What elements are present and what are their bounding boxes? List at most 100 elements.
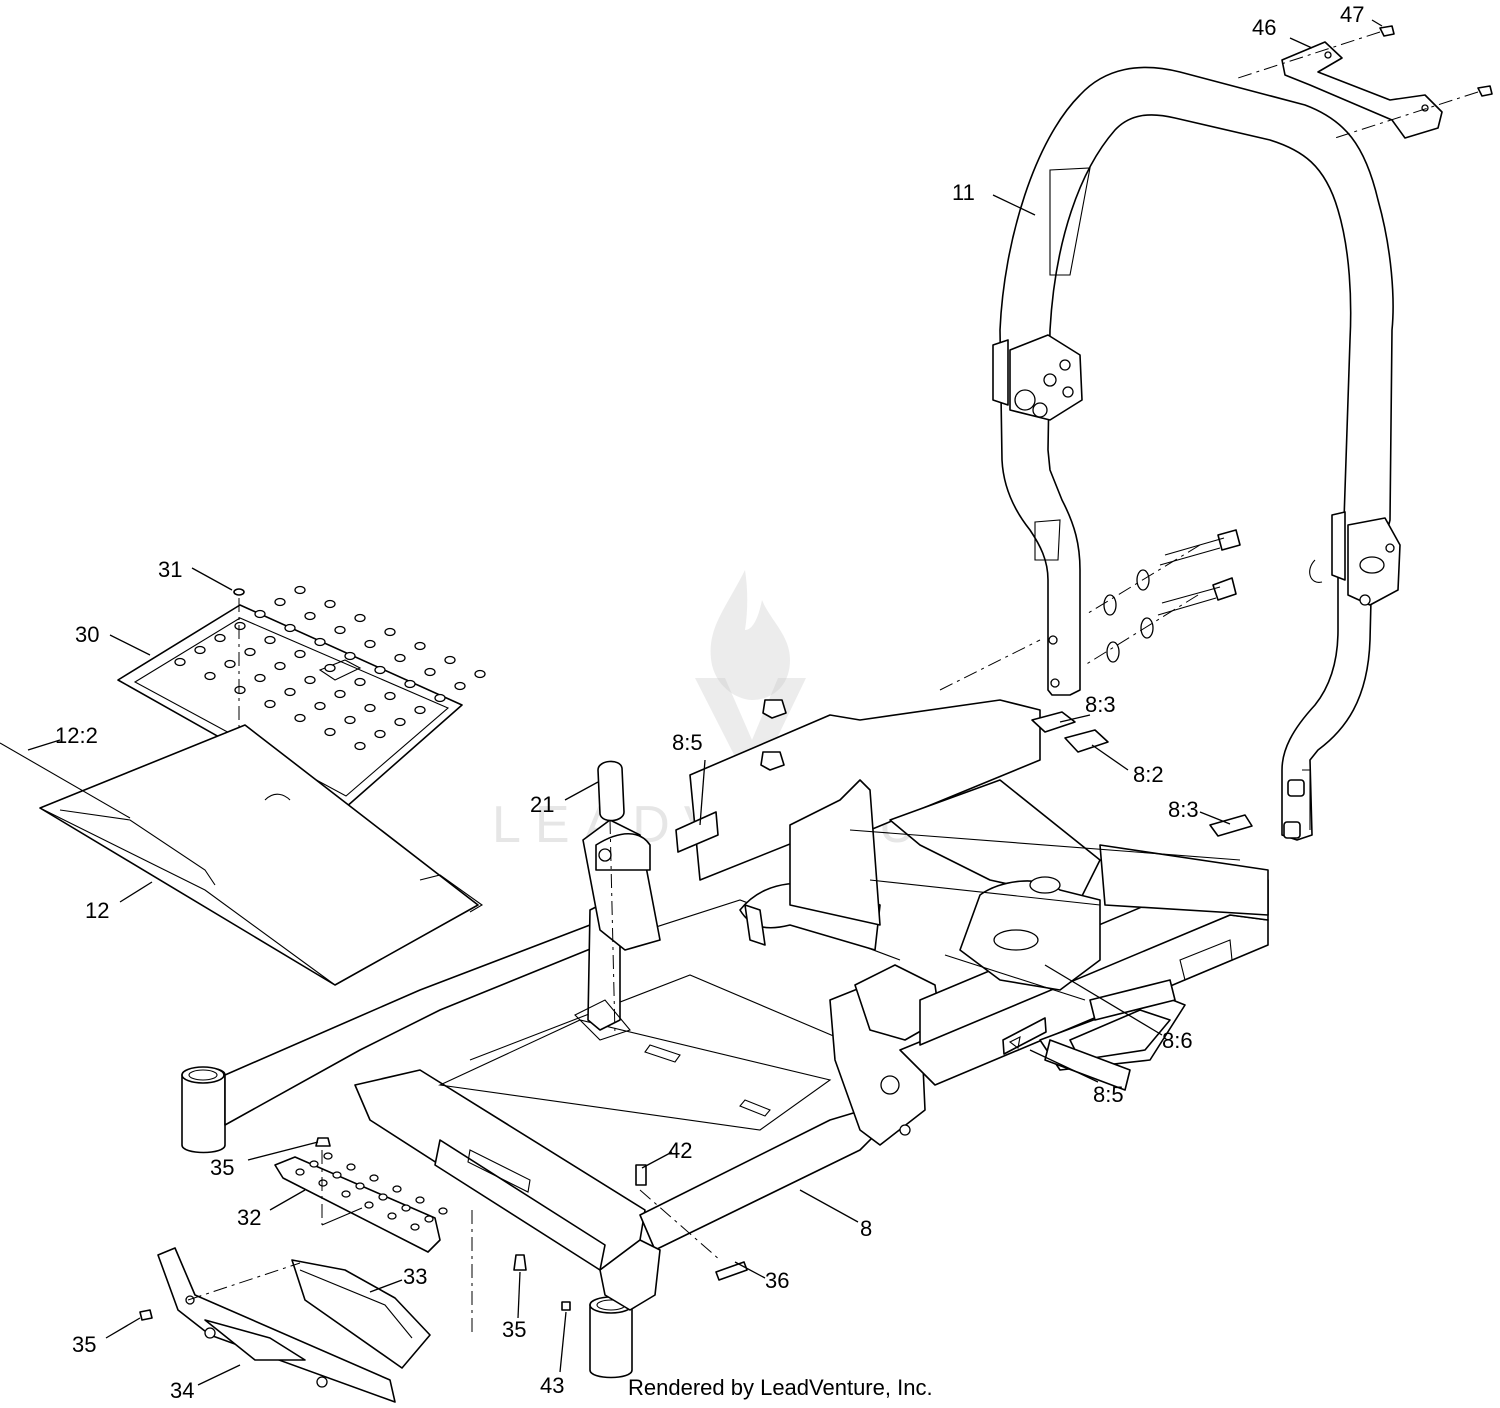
tread-hole [401,1204,411,1212]
tread-hole [387,1212,397,1220]
label-8-5-upper: 8:5 [672,730,703,755]
front-step-plate [274,1150,448,1253]
tread-hole [324,663,336,673]
tread-hole [392,1185,402,1193]
screw-31 [233,588,245,822]
leader-lines [27,19,1383,1386]
tread-hole [341,1190,351,1198]
label-43: 43 [540,1373,564,1398]
tread-hole [404,679,416,689]
tread-hole [334,689,346,699]
label-46: 46 [1252,15,1276,40]
tread-hole [264,699,276,709]
label-35-lower: 35 [72,1332,96,1357]
tread-hole [414,641,426,651]
tread-hole [344,715,356,725]
tread-hole [354,677,366,687]
label-42: 42 [668,1138,692,1163]
label-8-3-lower: 8:3 [1168,797,1199,822]
tread-hole [194,645,206,655]
tread-hole [174,657,186,667]
tread-hole [274,661,286,671]
tread-hole [264,635,276,645]
tread-hole [284,623,296,633]
tread-hole [394,717,406,727]
tread-hole [224,659,236,669]
label-8-5-lower: 8:5 [1093,1082,1124,1107]
label-21: 21 [530,792,554,817]
label-11: 11 [952,180,975,205]
label-8-2: 8:2 [1133,762,1164,787]
tread-hole [332,1171,342,1179]
tread-hole [414,705,426,715]
tread-hole [394,653,406,663]
tread-hole [304,675,316,685]
tread-hole [284,687,296,697]
tread-hole [410,1223,420,1231]
roll-bar-top-bracket [1237,25,1493,139]
tread-hole [454,681,466,691]
tread-hole [294,585,306,595]
callout-labels: 46 47 11 31 30 12:2 12 21 8:5 8:3 8:2 8:… [55,2,1364,1403]
tread-hole [324,727,336,737]
tread-hole [424,667,436,677]
label-8: 8 [860,1216,872,1241]
tread-hole [204,671,216,681]
label-47: 47 [1340,2,1364,27]
tread-hole [323,1152,333,1160]
label-35-middle: 35 [502,1317,526,1342]
label-30: 30 [75,622,99,647]
tread-hole [438,1207,448,1215]
tread-hole [334,625,346,635]
label-32: 32 [237,1205,261,1230]
tread-hole [378,1193,388,1201]
label-35-upper: 35 [210,1155,234,1180]
tread-hole [354,613,366,623]
seat-handle [595,760,651,1036]
tread-hole [254,673,266,683]
tread-hole [304,611,316,621]
tread-hole [434,693,446,703]
label-36: 36 [765,1268,789,1293]
tread-hole [318,1179,328,1187]
tread-hole [214,633,226,643]
label-12: 12 [85,898,109,923]
tread-hole [274,597,286,607]
tread-hole [444,655,456,665]
tread-hole [314,701,326,711]
label-31: 31 [158,557,182,582]
mower-chassis-frame [181,639,1269,1379]
tread-hole [344,651,356,661]
tread-hole [374,665,386,675]
step-holes [295,1152,448,1231]
tread-hole [474,669,486,679]
label-8-6: 8:6 [1162,1028,1193,1053]
label-12-2: 12:2 [55,723,98,748]
tread-hole [294,649,306,659]
tread-hole [364,1201,374,1209]
tread-hole [384,691,396,701]
tread-hole [384,627,396,637]
label-8-3-upper: 8:3 [1085,692,1116,717]
tread-hole [364,703,376,713]
tread-hole [415,1196,425,1204]
roll-over-bar [992,66,1401,841]
label-33: 33 [403,1264,427,1289]
tread-hole [234,621,246,631]
tread-hole [346,1163,356,1171]
tread-hole [294,713,306,723]
bumper-cover-plate [291,1259,431,1369]
roll-bar-fasteners [1084,529,1241,666]
label-34: 34 [170,1378,194,1403]
tread-hole [369,1174,379,1182]
small-fasteners [139,1137,721,1321]
tread-hole [244,647,256,657]
tread-hole [314,637,326,647]
tread-hole [234,685,246,695]
tread-hole [295,1168,305,1176]
tread-hole [354,741,366,751]
tread-holes [174,585,486,751]
front-bumper [157,1210,473,1403]
tread-hole [364,639,376,649]
tread-hole [254,609,266,619]
